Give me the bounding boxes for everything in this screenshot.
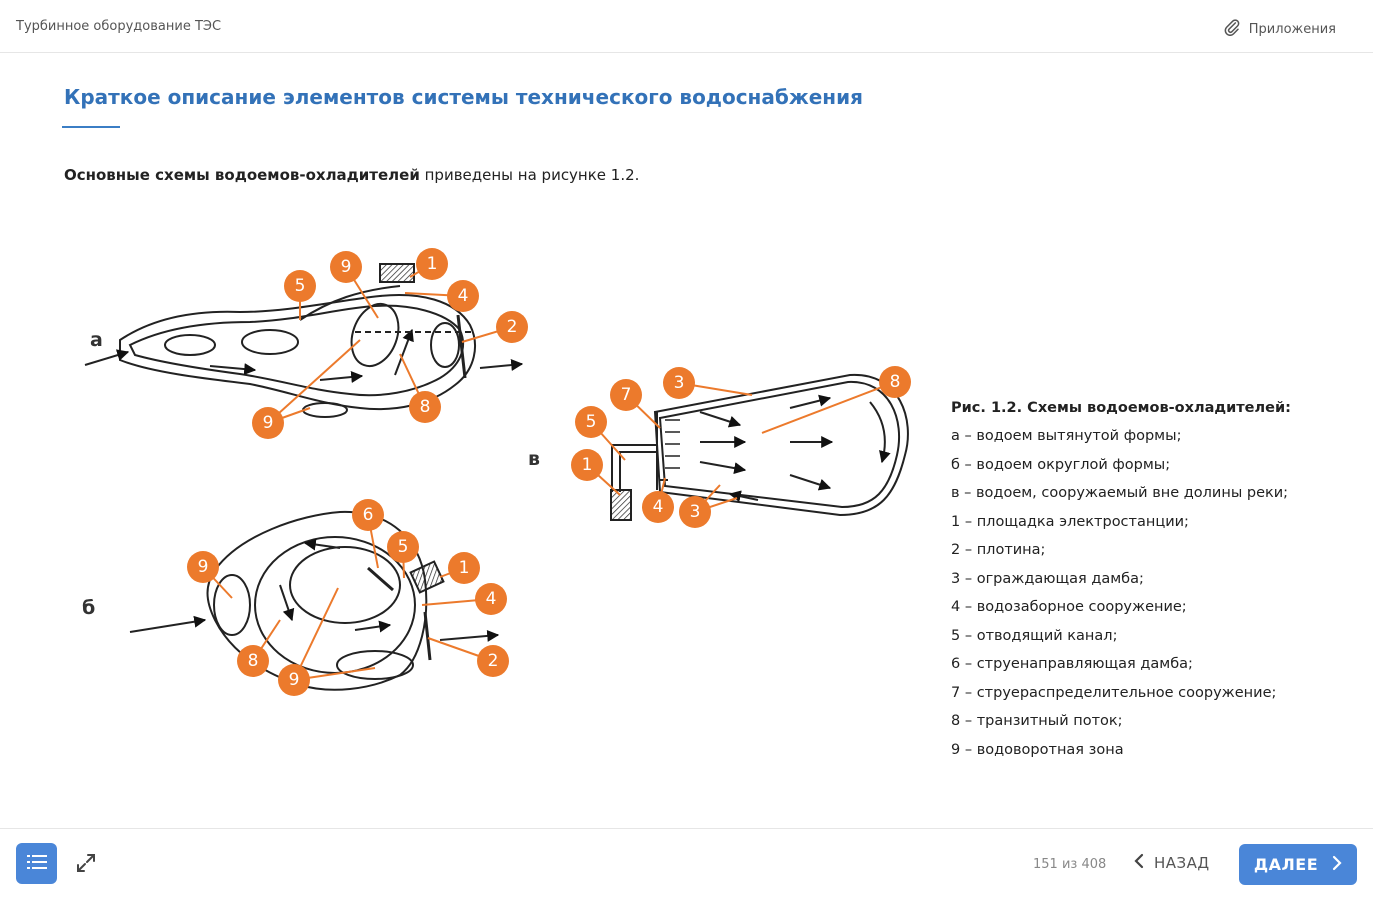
legend-item: 3 – ограждающая дамба; [951,570,1144,587]
svg-text:6: 6 [363,505,374,525]
legend-item: 2 – плотина; [951,542,1046,558]
bottom-bar: 151 из 408 НАЗАД ДАЛЕЕ [0,828,1373,899]
list-menu-icon [26,854,47,874]
svg-text:9: 9 [341,257,352,277]
diagram-b-letter: б [82,597,95,619]
back-button[interactable]: НАЗАД [1134,853,1210,873]
badge-b-2: 2 [477,645,509,677]
course-title: Турбинное оборудование ТЭС [16,19,222,34]
badge-v-7: 7 [610,379,642,411]
badge-b-1: 1 [448,552,480,584]
expand-icon [76,854,96,877]
badge-v-3-top: 3 [663,367,695,399]
badge-b-5: 5 [387,531,419,563]
badge-v-1: 1 [571,449,603,481]
svg-text:5: 5 [295,276,306,296]
intro-bold: Основные схемы водоемов-охладителей [64,166,420,184]
svg-text:5: 5 [398,537,409,557]
attachments-button[interactable]: Приложения [1223,18,1336,40]
diagram-v-letter: в [528,448,540,470]
legend-item: 5 – отводящий канал; [951,627,1118,644]
svg-text:9: 9 [263,413,274,433]
svg-text:1: 1 [459,558,470,578]
top-bar: Турбинное оборудование ТЭС Приложения [0,0,1373,53]
legend-item: 1 – площадка электростанции; [951,513,1189,530]
badge-v-3-bottom: 3 [679,496,711,528]
diagram-b [129,510,500,691]
back-label: НАЗАД [1154,854,1210,872]
page-title: Краткое описание элементов системы техни… [64,85,863,109]
legend-item: 6 – струенаправляющая дамба; [951,656,1193,672]
next-button[interactable]: ДАЛЕЕ [1239,844,1357,885]
svg-text:8: 8 [890,372,901,392]
badge-b-9-bottom: 9 [278,664,310,696]
svg-text:4: 4 [486,589,497,609]
svg-text:7: 7 [621,385,632,405]
title-underline [62,126,120,128]
badge-b-4: 4 [475,583,507,615]
legend-item: а – водоем вытянутой формы; [951,428,1182,444]
svg-text:8: 8 [248,651,259,671]
badge-b-8: 8 [237,645,269,677]
attachments-label: Приложения [1248,21,1336,37]
figure-caption: Рис. 1.2. Схемы водоемов-охладителей: [951,400,1291,416]
svg-text:1: 1 [582,455,593,475]
next-label: ДАЛЕЕ [1253,855,1319,874]
figure-legend: Рис. 1.2. Схемы водоемов-охладителей: а … [951,400,1291,764]
badge-b-9-left: 9 [187,551,219,583]
fullscreen-button[interactable] [76,853,96,873]
badge-a-9-bottom: 9 [252,407,284,439]
badge-a-4: 4 [447,280,479,312]
svg-text:3: 3 [674,373,685,393]
diagram-a-letter: а [90,329,103,351]
svg-text:2: 2 [507,317,518,337]
svg-text:9: 9 [289,670,300,690]
badge-a-2: 2 [496,311,528,343]
svg-text:4: 4 [653,497,664,517]
legend-item: 7 – струераспределительное сооружение; [951,684,1277,701]
diagram-a [84,263,524,418]
svg-text:2: 2 [488,651,499,671]
badge-a-8: 8 [409,391,441,423]
contents-menu-button[interactable] [16,843,57,884]
page-counter: 151 из 408 [1033,857,1107,872]
badge-v-5: 5 [575,406,607,438]
badge-v-8: 8 [879,366,911,398]
badge-a-9-top: 9 [330,251,362,283]
badge-v-4: 4 [642,491,674,523]
chevron-right-icon [1332,855,1342,875]
paperclip-icon [1223,18,1241,40]
legend-item: 8 – транзитный поток; [951,713,1123,729]
svg-text:4: 4 [458,286,469,306]
badge-a-5: 5 [284,270,316,302]
svg-text:5: 5 [586,412,597,432]
svg-text:3: 3 [690,502,701,522]
badge-b-6: 6 [352,499,384,531]
legend-item: в – водоем, сооружаемый вне долины реки; [951,485,1289,501]
intro-paragraph: Основные схемы водоемов-охладителей прив… [64,166,639,184]
intro-rest: приведены на рисунке 1.2. [419,166,640,184]
legend-item: 4 – водозаборное сооружение; [951,599,1187,615]
svg-text:9: 9 [198,557,209,577]
svg-text:1: 1 [427,254,438,274]
svg-text:8: 8 [420,397,431,417]
reservoir-schemes-figure: а б [82,248,911,696]
badge-a-1: 1 [416,248,448,280]
chevron-left-icon [1134,853,1144,873]
legend-item: б – водоем округлой формы; [951,456,1171,473]
legend-item: 9 – водоворотная зона [951,741,1124,758]
